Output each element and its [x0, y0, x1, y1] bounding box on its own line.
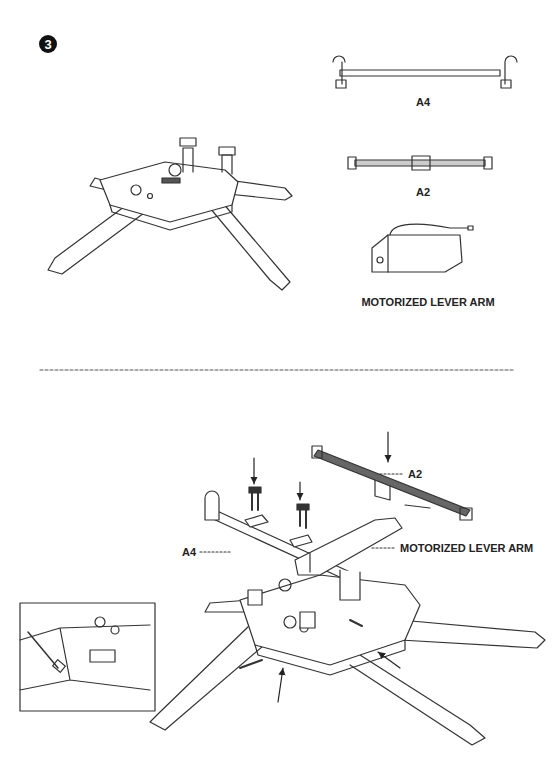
- lever-arm: [295, 518, 402, 575]
- part-label: A2: [414, 186, 432, 199]
- lever-arm: [372, 224, 473, 272]
- part-label: MOTORIZED LEVER ARM: [359, 296, 496, 309]
- mount-base: [48, 138, 292, 290]
- step-number: 3: [39, 35, 57, 53]
- detail-inset: [20, 603, 155, 711]
- a2-bar: [312, 446, 472, 520]
- step-text: 3: [44, 37, 51, 52]
- part-label: MOTORIZED LEVER ARM: [398, 542, 535, 555]
- part-label: A4: [180, 546, 198, 559]
- a4-bar: [333, 56, 517, 88]
- part-label: A4: [414, 96, 432, 109]
- a2-bar: [348, 156, 492, 170]
- part-label: A2: [406, 468, 424, 481]
